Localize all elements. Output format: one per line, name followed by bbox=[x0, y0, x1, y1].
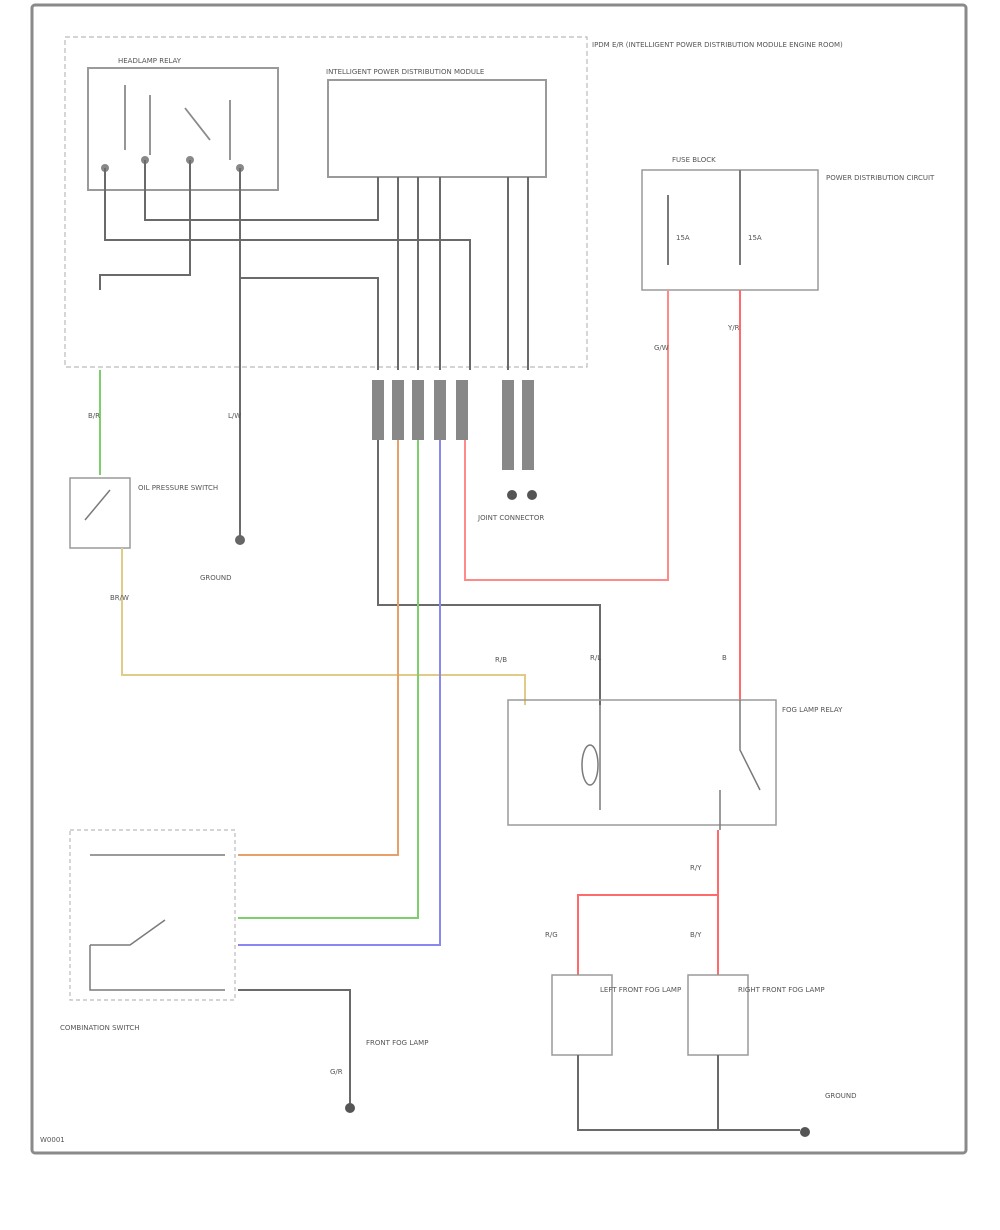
fog-relay-label: FOG LAMP RELAY bbox=[782, 706, 843, 714]
ground-bottom-label: GROUND bbox=[825, 1092, 857, 1100]
wire-blue bbox=[238, 440, 441, 946]
switch-internals bbox=[89, 854, 225, 991]
iem-module bbox=[327, 79, 547, 178]
fuse-block-label: FUSE BLOCK bbox=[672, 156, 716, 164]
wire-code-label: Y/R bbox=[727, 324, 740, 332]
wire-code-label: L/W bbox=[228, 412, 241, 420]
sheet-id: W0001 bbox=[40, 1136, 65, 1144]
wire-code-label: R/Y bbox=[690, 864, 702, 872]
ground-top-label: GROUND bbox=[200, 574, 232, 582]
switch-contact bbox=[84, 489, 111, 521]
switch-ground-point bbox=[345, 1103, 355, 1113]
ipdm-note: IPDM E/R (INTELLIGENT POWER DISTRIBUTION… bbox=[592, 41, 843, 49]
ground-bottom-point bbox=[800, 1127, 810, 1137]
wire-code-label: R/G bbox=[545, 931, 558, 939]
wire-yellow bbox=[121, 548, 526, 705]
joint-point bbox=[507, 490, 517, 500]
wire-lamp-ground bbox=[577, 1055, 800, 1131]
diagram-frame bbox=[30, 3, 968, 1155]
joint-point bbox=[527, 490, 537, 500]
wire-code-label: B/R bbox=[88, 412, 100, 420]
wire-orange bbox=[238, 440, 399, 856]
ipdm-internal-wiring bbox=[99, 160, 529, 370]
oil-pressure-switch bbox=[69, 477, 131, 549]
wire-red-left bbox=[464, 290, 669, 581]
front-fog-label: FRONT FOG LAMP bbox=[366, 1039, 428, 1047]
headlamp-relay bbox=[87, 67, 279, 191]
ipdm-connectors bbox=[372, 380, 534, 470]
wire-code-label: BR/W bbox=[110, 594, 129, 602]
fog-lamp-relay bbox=[507, 699, 777, 826]
relay-contacts bbox=[599, 700, 761, 830]
fuse-note: POWER DISTRIBUTION CIRCUIT bbox=[826, 174, 935, 182]
fuse-block bbox=[641, 169, 819, 291]
wire-code-label: B bbox=[722, 654, 727, 662]
wire-code-labels: B/R L/W G/W Y/R BR/W R/B R/L B R/Y R/G B/Y G/R bbox=[88, 324, 740, 1076]
left-fog-lamp bbox=[551, 974, 613, 1056]
iem-label: INTELLIGENT POWER DISTRIBUTION MODULE bbox=[326, 68, 484, 76]
right-lamp-label: RIGHT FRONT FOG LAMP bbox=[738, 986, 825, 994]
wire-code-label: B/Y bbox=[690, 931, 702, 939]
fuse-right-rating: 15A bbox=[748, 234, 762, 242]
wire-green-bottom bbox=[238, 440, 419, 919]
combination-switch bbox=[69, 829, 236, 1001]
combination-switch-label: COMBINATION SWITCH bbox=[60, 1024, 140, 1032]
wire-code-label: G/W bbox=[654, 344, 669, 352]
wire-black-switch bbox=[238, 989, 351, 1108]
wire-code-label: R/B bbox=[495, 656, 507, 664]
fuse-left-rating: 15A bbox=[676, 234, 690, 242]
wire-code-label: G/R bbox=[330, 1068, 343, 1076]
joint-label: JOINT CONNECTOR bbox=[477, 514, 544, 522]
headlamp-relay-label: HEADLAMP RELAY bbox=[118, 57, 182, 65]
ground-point bbox=[235, 535, 245, 545]
relay-coil-fog bbox=[581, 744, 599, 786]
relay-coil bbox=[124, 85, 231, 160]
oil-switch-label: OIL PRESSURE SWITCH bbox=[138, 484, 218, 492]
wire-black-harness bbox=[377, 440, 601, 705]
left-lamp-label: LEFT FRONT FOG LAMP bbox=[600, 986, 681, 994]
wire-red-lamps bbox=[577, 830, 719, 975]
wire-code-label: R/L bbox=[590, 654, 601, 662]
ipdm-box bbox=[64, 36, 588, 368]
